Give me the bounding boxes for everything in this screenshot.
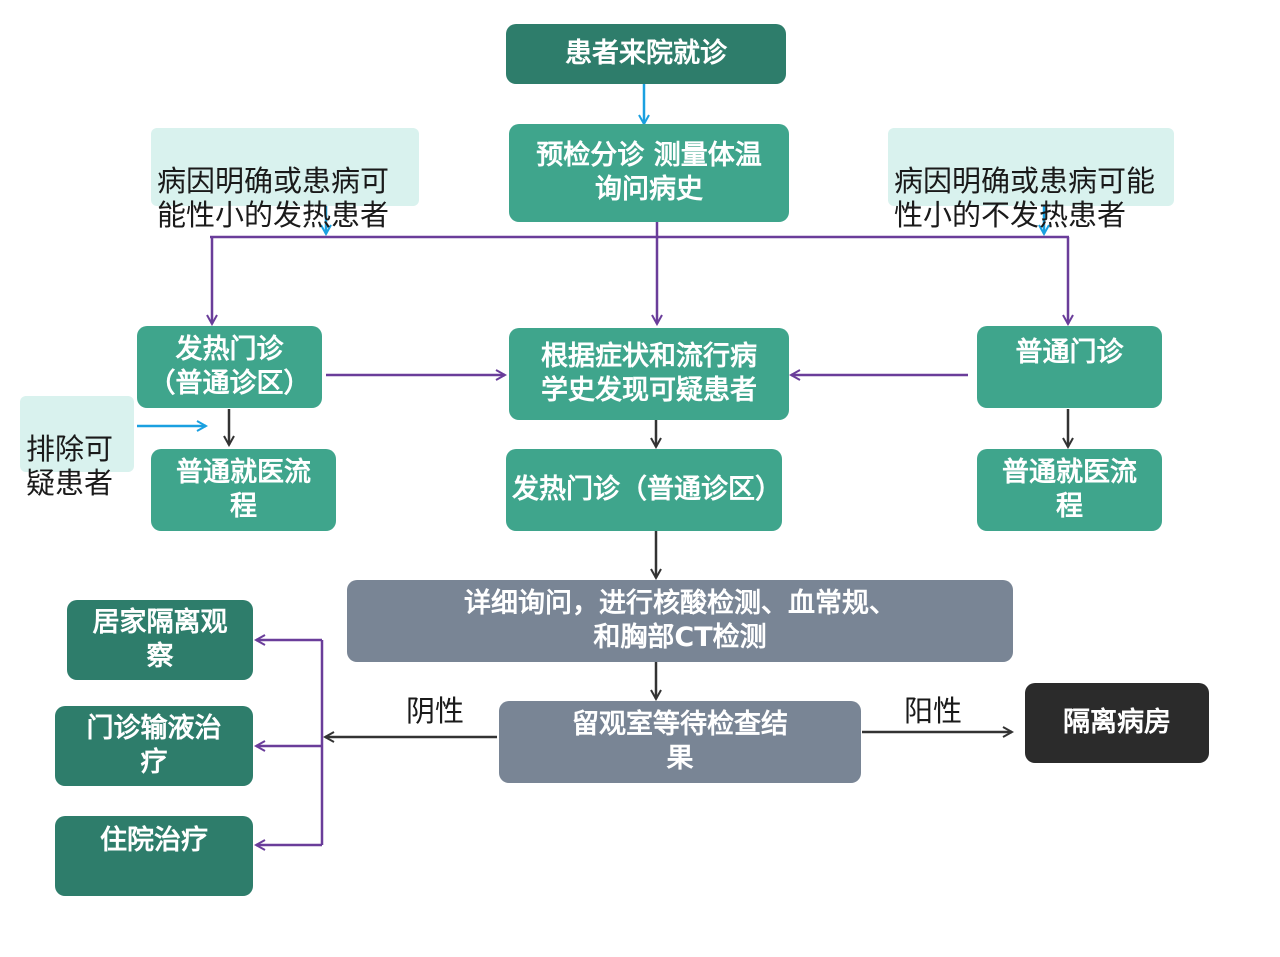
- node-fever-clinic-center: 发热门诊（普通诊区）: [506, 449, 782, 531]
- node-isolation-ward-text: 隔离病房: [1063, 707, 1171, 738]
- note-fever-clear-cause: 病因明确或患病可 能性小的发热患者: [151, 128, 419, 232]
- node-pre-triage: 预检分诊 测量体温 询问病史: [509, 124, 789, 222]
- node-normal-process-right: 普通就医流 程: [977, 449, 1162, 531]
- node-home-isolation: 居家隔离观 察: [67, 600, 253, 680]
- node-suspect-detect-text: 根据症状和流行病 学史发现可疑患者: [541, 341, 757, 406]
- node-fever-clinic-left: 发热门诊 （普通诊区）: [137, 326, 322, 408]
- node-fever-clinic-center-text: 发热门诊（普通诊区）: [512, 474, 782, 505]
- node-outpatient-infusion-text: 门诊输液治 疗: [86, 713, 222, 778]
- note-fever-clear-cause-text: 病因明确或患病可 能性小的发热患者: [157, 164, 390, 232]
- note-nonfever-clear-cause-text: 病因明确或患病可能 性小的不发热患者: [894, 164, 1156, 232]
- node-detailed-tests: 详细询问，进行核酸检测、血常规、 和胸部CT检测: [347, 580, 1013, 662]
- node-general-clinic-text: 普通门诊: [1015, 337, 1124, 368]
- node-hospitalization-text: 住院治疗: [100, 825, 208, 856]
- node-fever-clinic-left-text: 发热门诊 （普通诊区）: [148, 334, 311, 399]
- node-hospitalization: 住院治疗: [55, 816, 253, 896]
- node-pre-triage-text: 预检分诊 测量体温 询问病史: [536, 140, 762, 205]
- node-normal-process-right-text: 普通就医流 程: [1002, 457, 1137, 522]
- node-isolation-ward: 隔离病房: [1025, 683, 1209, 763]
- node-normal-process-left-text: 普通就医流 程: [176, 457, 311, 522]
- node-home-isolation-text: 居家隔离观 察: [92, 607, 228, 672]
- node-patient-arrival-text: 患者来院就诊: [565, 38, 727, 69]
- node-outpatient-infusion: 门诊输液治 疗: [55, 706, 253, 786]
- label-positive: 阳性: [904, 694, 963, 728]
- node-general-clinic: 普通门诊: [977, 326, 1162, 408]
- note-exclude-suspect: 排除可 疑患者: [20, 396, 134, 500]
- label-negative: 阴性: [406, 694, 465, 728]
- node-observation-wait-text: 留观室等待检查结 果: [572, 709, 788, 774]
- node-suspect-detect: 根据症状和流行病 学史发现可疑患者: [509, 328, 789, 420]
- node-observation-wait: 留观室等待检查结 果: [499, 701, 861, 783]
- note-exclude-suspect-text: 排除可 疑患者: [26, 432, 114, 500]
- node-patient-arrival: 患者来院就诊: [506, 24, 786, 84]
- note-nonfever-clear-cause: 病因明确或患病可能 性小的不发热患者: [888, 128, 1174, 232]
- node-normal-process-left: 普通就医流 程: [151, 449, 336, 531]
- node-detailed-tests-text: 详细询问，进行核酸检测、血常规、 和胸部CT检测: [464, 588, 896, 653]
